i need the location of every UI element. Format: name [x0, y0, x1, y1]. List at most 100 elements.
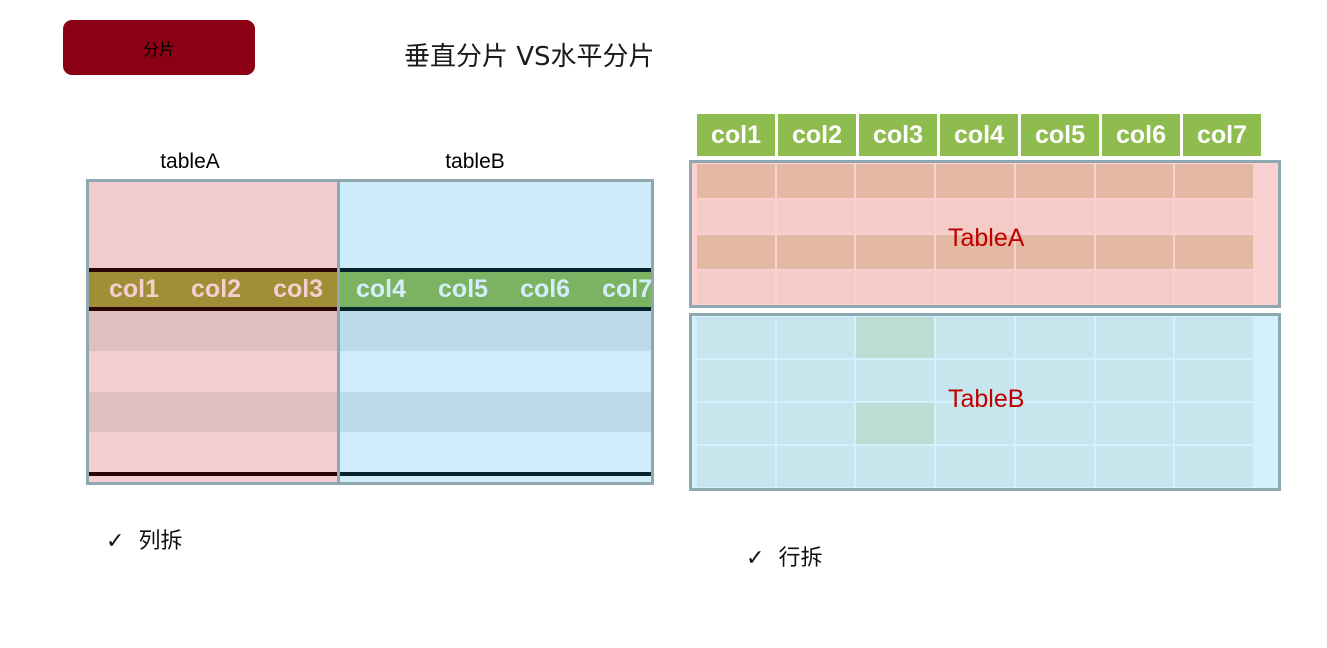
grid-cell [697, 270, 775, 304]
grid-cell-highlighted [856, 403, 935, 444]
grid-cell [856, 199, 935, 233]
grid-cell [856, 446, 935, 487]
tableb-bottom-pad [340, 476, 651, 482]
grid-column [1095, 317, 1174, 487]
grid-cell [856, 235, 935, 269]
tablea-bottom-pad [89, 476, 337, 482]
grid-cell [1175, 270, 1254, 304]
grid-cell-highlighted [856, 317, 935, 358]
tablea-column-band: col1 col2 col3 [89, 268, 337, 311]
grid-column [776, 317, 855, 487]
grid-cell [1095, 235, 1174, 269]
tableb-bottom-rule [340, 472, 651, 476]
column-header-col2: col2 [778, 114, 856, 156]
table-row [89, 431, 337, 472]
grid-cell [1095, 360, 1174, 401]
grid-cell [936, 446, 1014, 487]
grid-column [1175, 317, 1254, 487]
grid-cell [776, 199, 855, 233]
caption-tablea: tableA [160, 150, 220, 173]
grid-cell [1095, 317, 1174, 358]
table-row [340, 431, 651, 472]
table-a-label: TableA [948, 224, 1025, 252]
grid-cell [697, 403, 775, 444]
column-header-col5: col5 [1021, 114, 1099, 156]
caption-tableb: tableB [445, 150, 505, 173]
tablea-row-stack [89, 311, 337, 472]
grid-cell [776, 270, 855, 304]
column-label-col7: col7 [602, 275, 653, 303]
grid-cell [856, 270, 935, 304]
grid-cell [936, 270, 1014, 304]
table-row [89, 391, 337, 432]
grid-cell [697, 235, 775, 269]
grid-cell [856, 164, 935, 198]
column-label-col1: col1 [109, 275, 160, 303]
table-row [89, 351, 337, 392]
note-row-split: ✓行拆 [746, 540, 822, 572]
tableb-row-stack [340, 311, 651, 472]
grid-cell [776, 403, 855, 444]
grid-cell [1175, 164, 1254, 198]
grid-cell [936, 164, 1014, 198]
grid-cell [1015, 317, 1094, 358]
grid-column [856, 164, 935, 304]
table-row [89, 311, 337, 352]
tableb-column-band: col4 col5 col6 col7 [340, 268, 653, 311]
grid-cell [1015, 235, 1094, 269]
grid-cell [936, 403, 1014, 444]
column-header-col6: col6 [1102, 114, 1180, 156]
check-icon: ✓ [746, 546, 765, 571]
grid-column [697, 164, 775, 304]
title-badge: 分片 [63, 20, 255, 75]
grid-cell [1175, 235, 1254, 269]
grid-cell [1095, 270, 1174, 304]
grid-cell [776, 360, 855, 401]
grid-column [936, 317, 1014, 487]
table-row [340, 391, 651, 432]
grid-column [1175, 164, 1254, 304]
grid-cell [697, 199, 775, 233]
grid-cell [697, 317, 775, 358]
grid-cell [1095, 403, 1174, 444]
grid-cell [936, 235, 1014, 269]
grid-cell [776, 446, 855, 487]
grid-cell [1175, 403, 1254, 444]
grid-cell [1015, 446, 1094, 487]
grid-cell [936, 360, 1014, 401]
table-b-label: TableB [948, 385, 1025, 413]
tableb-top-area [340, 182, 651, 268]
column-header-col1: col1 [697, 114, 775, 156]
horizontal-grid-tableb [697, 317, 1254, 487]
grid-cell [856, 360, 935, 401]
column-header-col4: col4 [940, 114, 1018, 156]
grid-cell [936, 317, 1014, 358]
column-label-col6: col6 [520, 275, 571, 303]
horizontal-column-header: col1 col2 col3 col4 col5 col6 col7 [697, 114, 1261, 156]
grid-column-highlighted [856, 317, 935, 487]
column-label-col2: col2 [191, 275, 242, 303]
grid-cell [1175, 317, 1254, 358]
vertical-split-frame: col1 col2 col3 col4 col5 col6 col7 [86, 179, 654, 485]
grid-cell [697, 164, 775, 198]
grid-cell [697, 360, 775, 401]
vertical-half-tableb: col4 col5 col6 col7 [340, 182, 653, 482]
grid-cell [1015, 403, 1094, 444]
column-label-col4: col4 [356, 275, 407, 303]
grid-cell [1175, 446, 1254, 487]
horizontal-grid-tablea [697, 164, 1254, 304]
title-badge-label: 分片 [142, 41, 175, 59]
grid-cell [1095, 199, 1174, 233]
grid-cell [1015, 270, 1094, 304]
table-row [340, 351, 651, 392]
grid-cell [1015, 199, 1094, 233]
grid-cell [1095, 164, 1174, 198]
grid-column [1015, 164, 1094, 304]
column-header-col3: col3 [859, 114, 937, 156]
grid-column [936, 164, 1014, 304]
note-column-split: ✓列拆 [106, 523, 182, 555]
column-header-col7: col7 [1183, 114, 1261, 156]
column-label-col3: col3 [273, 275, 324, 303]
check-icon: ✓ [106, 529, 125, 554]
grid-cell [1175, 360, 1254, 401]
